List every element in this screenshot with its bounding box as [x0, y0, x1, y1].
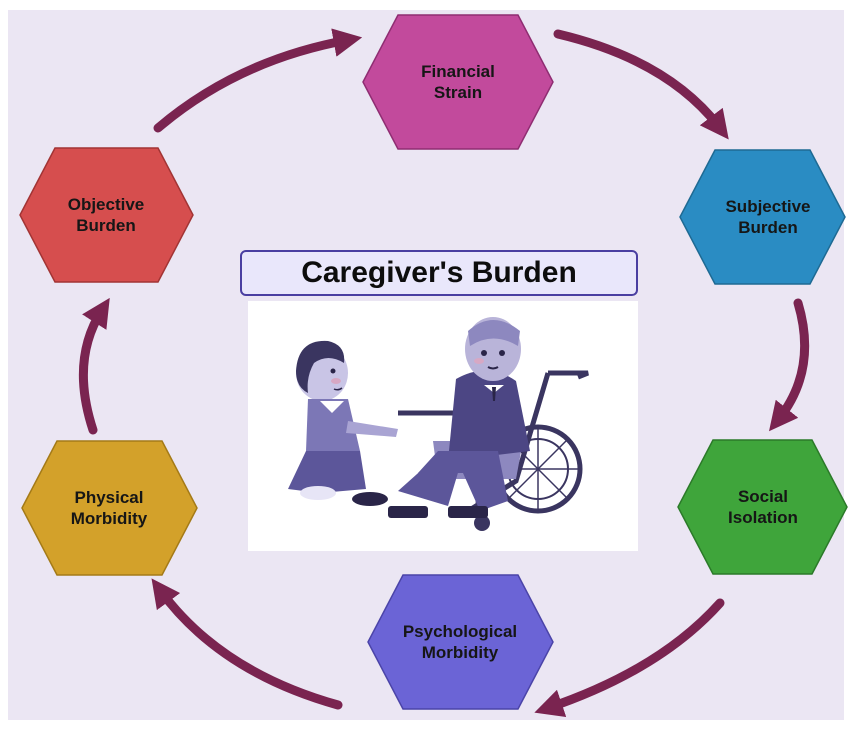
caregiver-illustration	[248, 301, 638, 551]
label-line: Morbidity	[70, 509, 148, 528]
arrow-social-to-psychological	[534, 598, 725, 718]
label-line: Burden	[76, 216, 136, 235]
label-line: Strain	[433, 83, 483, 102]
hexagon-psychological-morbidity	[367, 574, 554, 710]
label-line: Financial	[421, 62, 495, 81]
label-line: Objective	[67, 195, 145, 214]
label-physical-morbidity: Physical Morbidity	[34, 487, 184, 529]
label-line: Isolation	[728, 508, 798, 527]
label-line: Morbidity	[421, 643, 499, 662]
label-line: Burden	[738, 218, 798, 237]
hexagon-physical-morbidity	[21, 440, 198, 576]
caregiver-woman	[288, 340, 398, 506]
caregiver-wheelchair-image	[288, 317, 589, 531]
hexagon-objective-burden	[19, 147, 194, 283]
hexagon-financial-strain	[362, 14, 554, 150]
arrow-subjective-to-social	[769, 298, 810, 432]
label-psychological-morbidity: Psychological Morbidity	[385, 621, 535, 663]
label-line: Physical	[74, 488, 144, 507]
label-objective-burden: Objective Burden	[31, 194, 181, 236]
center-title: Caregiver's Burden	[240, 250, 638, 296]
label-social-isolation: Social Isolation	[688, 486, 838, 528]
label-line: Psychological	[402, 622, 518, 641]
label-financial-strain: Financial Strain	[383, 61, 533, 103]
arrow-objective-to-financial	[153, 28, 363, 133]
label-subjective-burden: Subjective Burden	[693, 196, 843, 238]
arrow-physical-to-objective	[78, 297, 110, 435]
arrow-psychological-to-physical	[151, 578, 343, 710]
label-line: Social	[737, 487, 789, 506]
label-line: Subjective	[725, 197, 811, 216]
hexagon-social-isolation	[677, 439, 848, 575]
caster-wheel	[474, 515, 490, 531]
arrow-financial-to-subjective	[553, 29, 729, 140]
elderly-man	[388, 317, 530, 518]
hexagon-subjective-burden	[679, 149, 846, 285]
